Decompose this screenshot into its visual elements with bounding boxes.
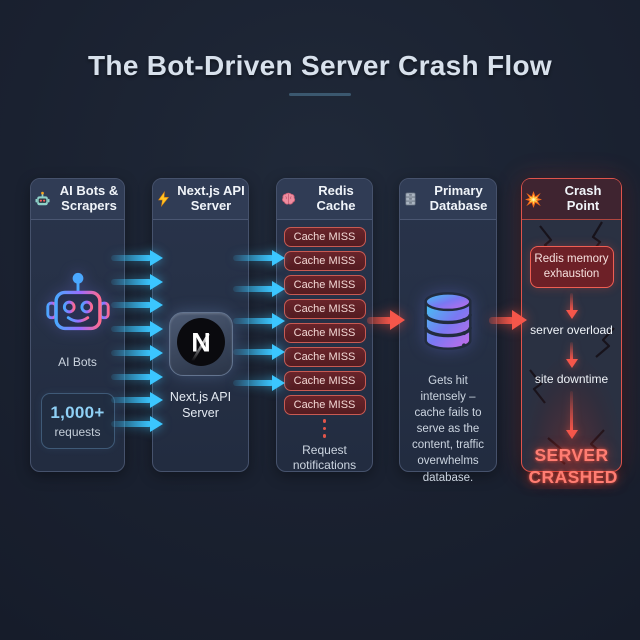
column-ai-bots: AI Bots & Scrapers: [30, 178, 125, 472]
cache-miss-pill: Cache MISS: [283, 371, 366, 391]
right-arrow-icon: [111, 297, 163, 314]
nextjs-logo-tile: N: [168, 312, 233, 376]
right-arrow-icon: [111, 344, 163, 361]
column-nextjs: Next.js API Server N: [152, 178, 249, 472]
svg-text:N: N: [191, 327, 211, 357]
right-arrow-icon: [111, 250, 163, 266]
redis-footer-label: Request notifications: [292, 442, 357, 473]
lightning-icon: [156, 191, 171, 207]
cache-miss-pill: Cache MISS: [283, 251, 366, 271]
nextjs-logo-icon: N: [176, 317, 226, 372]
right-arrow-icon: [111, 392, 163, 409]
column-crash-header: Crash Point: [522, 179, 621, 220]
down-arrow-icon: [570, 292, 573, 311]
column-crash-point: Crash Point Redis memory exhaustion serv…: [521, 178, 622, 489]
column-ai-bots-header: AI Bots & Scrapers: [31, 179, 124, 220]
arrow-redis-to-database: [367, 310, 405, 330]
cache-miss-pill: Cache MISS: [283, 227, 366, 247]
requests-badge: 1,000+ requests: [40, 392, 115, 449]
ai-bot-icon: [42, 270, 114, 349]
column-database-header: Primary Database: [400, 179, 496, 220]
column-redis-header: Redis Cache: [277, 179, 372, 220]
crash-step-1: Redis memory exhaustion: [529, 246, 614, 288]
right-arrow-icon: [233, 281, 285, 298]
column-nextjs-title: Next.js API Server: [177, 183, 245, 213]
title-underline: [289, 93, 351, 96]
arrows-nextjs-to-redis: [233, 250, 285, 391]
database-cylinder-icon: [417, 290, 479, 359]
cache-miss-pill: Cache MISS: [283, 323, 366, 343]
right-arrow-icon: [233, 250, 285, 266]
down-arrow-icon: [570, 341, 573, 360]
database-icon: [403, 191, 418, 207]
column-ai-bots-title: AI Bots & Scrapers: [59, 183, 119, 213]
database-description: Gets hit intensely – cache fails to serv…: [411, 375, 485, 484]
requests-unit: requests: [54, 424, 101, 439]
burst-icon: [525, 190, 542, 208]
right-arrow-icon: [233, 312, 285, 329]
arrow-database-to-crash: [489, 310, 527, 330]
column-redis-title: Redis Cache: [316, 183, 356, 213]
cache-miss-pill: Cache MISS: [283, 299, 366, 319]
right-arrow-icon: [233, 375, 285, 391]
nextjs-label: Next.js API Server: [169, 390, 232, 421]
right-arrow-red-icon: [367, 310, 405, 330]
column-nextjs-header: Next.js API Server: [153, 179, 248, 220]
ai-bots-label: AI Bots: [58, 355, 97, 369]
column-database: Primary Database: [399, 178, 497, 484]
crash-step-2: server overload: [530, 322, 613, 337]
right-arrow-icon: [111, 368, 163, 385]
brain-icon: [280, 191, 297, 207]
column-database-title: Primary Database: [429, 183, 488, 213]
cache-miss-pill: Cache MISS: [283, 395, 366, 415]
page-title: The Bot-Driven Server Crash Flow: [88, 50, 552, 81]
column-crash-title: Crash Point: [564, 183, 602, 213]
cache-miss-pill: Cache MISS: [283, 347, 366, 367]
down-arrow-icon: [570, 390, 573, 431]
cache-miss-list: Cache MISS Cache MISS Cache MISS Cache M…: [277, 227, 372, 415]
ellipsis-dots: [322, 419, 327, 438]
right-arrow-icon: [233, 343, 285, 360]
server-crashed-label: SERVER CRASHED: [528, 444, 618, 487]
right-arrow-red-icon: [489, 310, 527, 330]
arrows-bots-to-nextjs: [111, 250, 163, 432]
right-arrow-icon: [111, 321, 163, 338]
crash-step-3: site downtime: [534, 371, 609, 386]
right-arrow-icon: [111, 273, 163, 290]
right-arrow-icon: [111, 415, 163, 432]
cache-miss-pill: Cache MISS: [283, 275, 366, 295]
robot-icon: [34, 191, 51, 208]
column-redis: Redis Cache Cache MISS Cache MISS Cache …: [276, 178, 373, 472]
requests-count: 1,000+: [50, 402, 105, 422]
